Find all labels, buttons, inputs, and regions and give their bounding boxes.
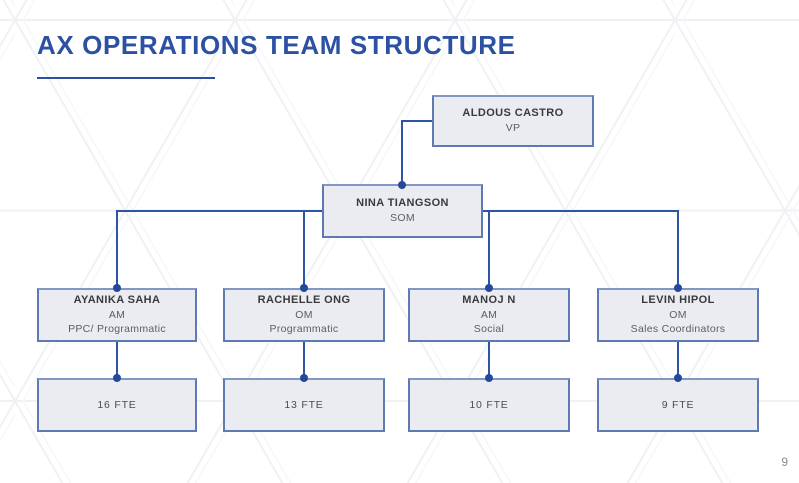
org-node-role: OM — [669, 309, 687, 322]
fte-count: 16 FTE — [97, 399, 137, 411]
org-node-name: ALDOUS CASTRO — [462, 107, 564, 120]
org-node-name: LEVIN HIPOL — [641, 294, 715, 307]
org-node-team: Programmatic — [269, 323, 339, 336]
org-node-name: AYANIKA SAHA — [73, 294, 161, 307]
connector-dot — [674, 284, 682, 292]
connector-dot — [485, 374, 493, 382]
org-node-team-lead-1: AYANIKA SAHA AM PPC/ Programmatic — [37, 288, 197, 342]
org-node-team-lead-3: MANOJ N AM Social — [408, 288, 570, 342]
org-node-role: AM — [480, 309, 498, 322]
connector-dot — [300, 284, 308, 292]
connector-line — [303, 342, 305, 378]
connector-line — [488, 342, 490, 378]
org-node-team-lead-4: LEVIN HIPOL OM Sales Coordinators — [597, 288, 759, 342]
fte-count: 13 FTE — [284, 399, 324, 411]
connector-line — [677, 210, 679, 288]
connector-dot — [113, 374, 121, 382]
org-node-team: Social — [473, 323, 505, 336]
org-node-role: SOM — [390, 212, 415, 225]
connector-line — [402, 120, 432, 122]
connector-line — [401, 120, 403, 185]
fte-box-3: 10 FTE — [408, 378, 570, 432]
title-underline — [37, 77, 215, 79]
org-node-vp: ALDOUS CASTRO VP — [432, 95, 594, 147]
page-number: 9 — [781, 455, 788, 469]
fte-count: 9 FTE — [661, 399, 695, 411]
fte-box-4: 9 FTE — [597, 378, 759, 432]
connector-dot — [398, 181, 406, 189]
connector-line — [488, 210, 490, 288]
fte-box-2: 13 FTE — [223, 378, 385, 432]
org-node-som: NINA TIANGSON SOM — [322, 184, 483, 238]
connector-line — [677, 342, 679, 378]
connector-dot — [113, 284, 121, 292]
fte-box-1: 16 FTE — [37, 378, 197, 432]
connector-dot — [300, 374, 308, 382]
page-title: AX OPERATIONS TEAM STRUCTURE — [37, 30, 516, 60]
connector-line — [483, 210, 679, 212]
org-node-name: NINA TIANGSON — [356, 197, 449, 210]
connector-dot — [485, 284, 493, 292]
org-node-name: MANOJ N — [462, 294, 516, 307]
org-node-team-lead-2: RACHELLE ONG OM Programmatic — [223, 288, 385, 342]
org-node-team: PPC/ Programmatic — [68, 323, 166, 336]
org-node-role: VP — [505, 122, 521, 135]
org-node-team: Sales Coordinators — [630, 323, 726, 336]
connector-line — [303, 210, 305, 288]
connector-line — [116, 210, 322, 212]
org-node-role: AM — [108, 309, 126, 322]
connector-line — [116, 210, 118, 288]
connector-dot — [674, 374, 682, 382]
fte-count: 10 FTE — [469, 399, 509, 411]
org-node-role: OM — [295, 309, 313, 322]
connector-line — [116, 342, 118, 378]
org-node-name: RACHELLE ONG — [257, 294, 351, 307]
